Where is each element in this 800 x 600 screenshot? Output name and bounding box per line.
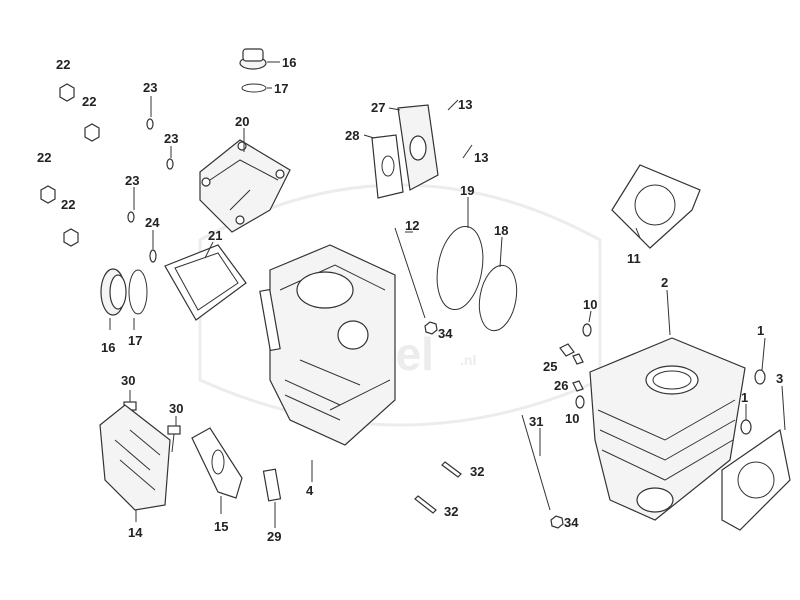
label-12: 12 [405,218,419,233]
label-31: 31 [529,414,543,429]
part-17-oring-side [128,269,148,315]
label-13: 13 [458,97,472,112]
label-14: 14 [128,525,143,540]
part-16-cap-side [100,268,127,316]
part-17-oring-top [241,83,267,93]
part-labels: 22 22 22 22 23 23 23 24 16 17 20 21 16 1… [37,55,783,544]
label-17: 17 [128,333,142,348]
part-12-stud [394,227,426,319]
part-25-fitting [559,343,584,365]
label-10: 10 [583,297,597,312]
label-24: 24 [145,215,160,230]
label-15: 15 [214,519,228,534]
label-23: 23 [125,173,139,188]
label-32: 32 [444,504,458,519]
label-20: 20 [235,114,249,129]
label-18: 18 [494,223,508,238]
part-22-nut [40,83,100,247]
part-32-bolt [414,461,462,514]
label-30: 30 [169,401,183,416]
label-10: 10 [565,411,579,426]
label-1: 1 [757,323,764,338]
part-2-cylinder-block [589,337,746,521]
label-22: 22 [61,197,75,212]
part-31-stud [521,414,551,511]
label-30: 30 [121,373,135,388]
label-34: 34 [438,326,453,341]
label-13: 13 [474,150,488,165]
watermark-suffix: .nl [460,352,476,368]
label-27: 27 [371,100,385,115]
part-29-spark-plug [262,468,282,502]
label-3: 3 [776,371,783,386]
label-11: 11 [627,251,641,266]
label-21: 21 [208,228,222,243]
label-19: 19 [460,183,474,198]
label-22: 22 [82,94,96,109]
part-3-gasket [721,428,791,531]
part-4-cylinder-head [259,244,396,446]
part-11-gasket [611,164,701,249]
label-23: 23 [143,80,157,95]
part-18-ring [478,264,518,332]
leader-lines [109,61,786,528]
part-34-nut-upper [424,321,438,335]
part-34-nut-lower [550,515,564,529]
label-1: 1 [741,390,748,405]
label-16: 16 [101,340,115,355]
part-23-washer [127,118,174,223]
part-26-fitting [572,380,584,392]
label-23: 23 [164,131,178,146]
part-1-dowel [740,369,766,435]
label-29: 29 [267,529,281,544]
part-21-gasket [164,244,247,321]
label-32: 32 [470,464,484,479]
part-20-valve-cover [199,139,291,233]
label-4: 4 [306,483,314,498]
label-28: 28 [345,128,359,143]
watermark: kel .nl [198,183,602,427]
part-16-cap-top [239,48,267,70]
part-14-side-cover [99,404,171,511]
part-27-intake-plate [397,104,439,191]
label-2: 2 [661,275,668,290]
label-16: 16 [282,55,296,70]
part-28-gasket [371,134,404,199]
part-24-washer [149,249,157,263]
label-25: 25 [543,359,557,374]
part-19-ring [436,225,484,311]
part-13-bolt [447,99,473,159]
part-10-dowel [575,323,592,409]
label-34: 34 [564,515,579,530]
part-15-gasket [191,427,243,499]
label-22: 22 [37,150,51,165]
label-26: 26 [554,378,568,393]
label-22: 22 [56,57,70,72]
label-17: 17 [274,81,288,96]
